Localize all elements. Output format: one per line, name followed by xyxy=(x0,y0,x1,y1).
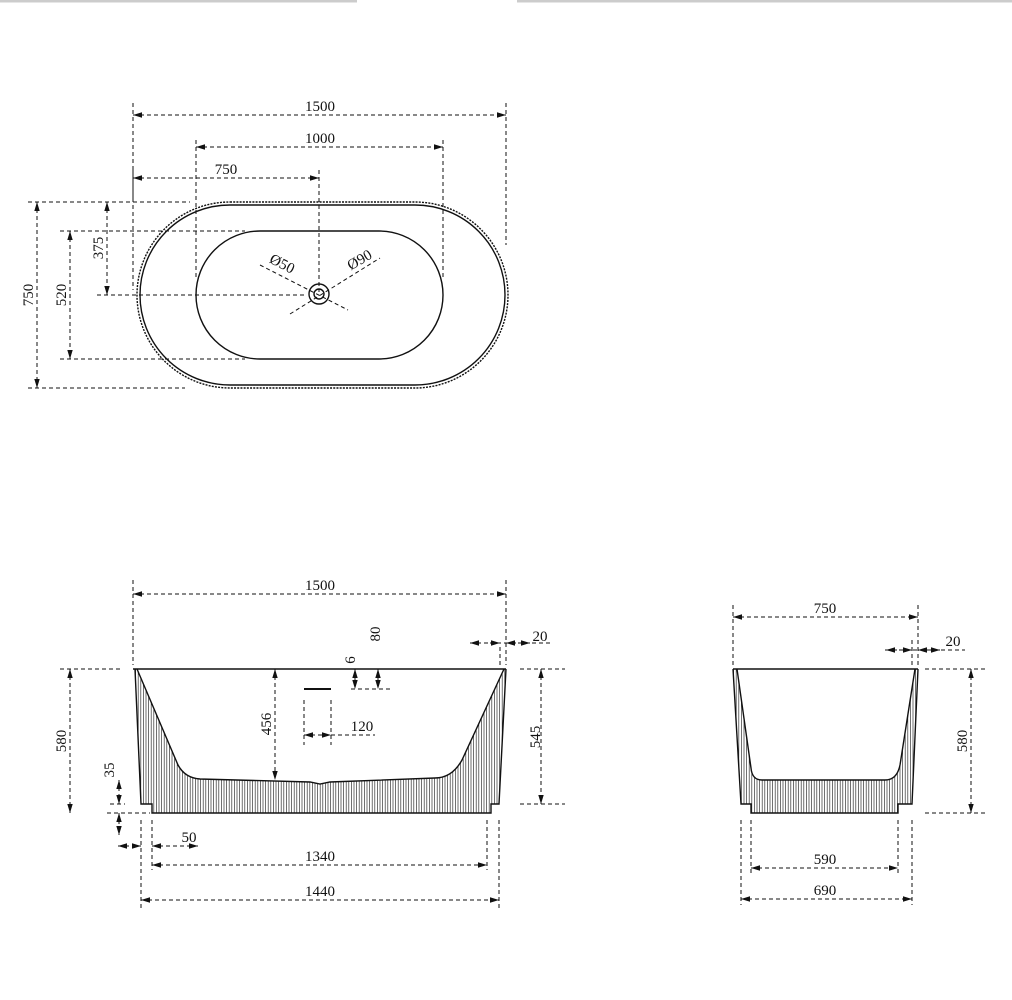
dim-end-base-width: 590 xyxy=(814,852,837,868)
dim-base-step: 35 xyxy=(102,763,118,778)
drain-outer xyxy=(308,283,330,305)
dim-bottom-length: 1440 xyxy=(305,884,335,900)
dim-waste-dia: Ø90 xyxy=(345,247,375,274)
dim-end-bottom-width: 690 xyxy=(814,883,837,899)
dim-width: 750 xyxy=(21,284,37,307)
dim-inner-width: 520 xyxy=(54,284,70,307)
dim-inner-height: 545 xyxy=(528,726,544,749)
dim-length: 1500 xyxy=(305,99,335,115)
dim-overflow-width: 120 xyxy=(351,719,374,735)
end-view: 750 20 580 590 690 xyxy=(732,601,985,905)
dim-side-rim: 20 xyxy=(533,629,548,645)
dim-inner-depth: 456 xyxy=(259,712,275,735)
side-view: 1500 20 80 6 120 580 456 35 545 50 1340 … xyxy=(54,578,565,908)
outer-rim-fluted xyxy=(136,201,509,389)
dim-end-height: 580 xyxy=(955,730,971,753)
top-view: 1500 1000 750 750 520 375 Ø50 Ø90 xyxy=(21,99,509,389)
dim-drain-x: 750 xyxy=(215,162,238,178)
dim-end-width: 750 xyxy=(814,601,837,617)
dim-overflow-top: 80 xyxy=(368,627,384,642)
dim-drain-dia: Ø50 xyxy=(267,251,297,277)
outer-rim xyxy=(139,204,506,386)
dim-base-inset: 50 xyxy=(182,830,197,846)
dim-inner-length: 1000 xyxy=(305,131,335,147)
dim-overflow-height: 6 xyxy=(343,656,359,664)
dim-end-rim: 20 xyxy=(946,634,961,650)
dim-side-height: 580 xyxy=(54,730,70,753)
dim-base-length: 1340 xyxy=(305,849,335,865)
dim-drain-y: 375 xyxy=(91,237,107,260)
dim-side-length: 1500 xyxy=(305,578,335,594)
